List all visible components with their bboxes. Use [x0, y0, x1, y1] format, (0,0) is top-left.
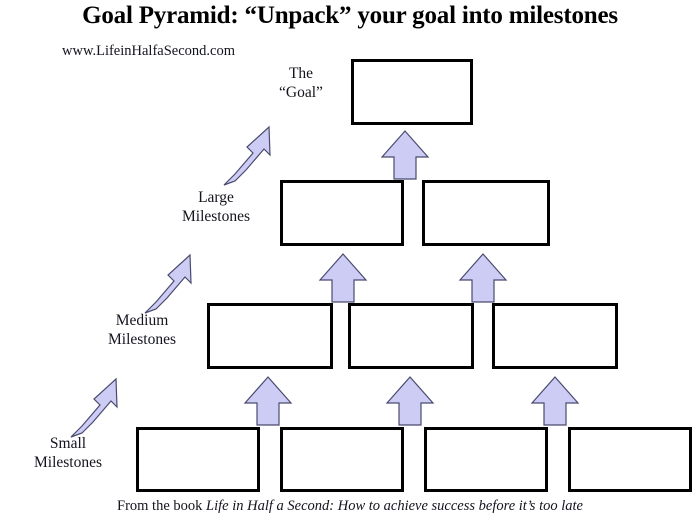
row-label-large-line2: Milestones: [181, 208, 251, 225]
up-arrow-small-to-medium-3-icon: [530, 376, 580, 426]
row-label-goal: The “Goal”: [258, 64, 344, 102]
up-arrow-large-to-goal-icon: [380, 130, 430, 180]
medium-milestone-box-2[interactable]: [348, 303, 474, 369]
row-label-medium-line2: Milestones: [107, 331, 177, 348]
up-arrow-small-to-medium-2-icon: [385, 376, 435, 426]
row-label-small-line2: Milestones: [33, 454, 103, 471]
small-milestone-box-3[interactable]: [424, 427, 548, 492]
goal-box[interactable]: [351, 59, 473, 125]
row-label-goal-line1: The: [288, 65, 314, 82]
footer-book-title: Life in Half a Second: How to achieve su…: [206, 498, 583, 514]
up-arrow-medium-to-large-2-icon: [458, 253, 508, 303]
page-title: Goal Pyramid: “Unpack” your goal into mi…: [82, 2, 618, 29]
up-arrow-medium-to-large-1-icon: [318, 253, 368, 303]
footer-prefix: From the book: [117, 498, 207, 514]
row-label-medium-line1: Medium: [115, 312, 169, 329]
small-milestone-box-1[interactable]: [136, 427, 260, 492]
medium-milestone-box-1[interactable]: [207, 303, 333, 369]
row-label-small-line1: Small: [49, 435, 87, 452]
small-milestone-box-2[interactable]: [280, 427, 404, 492]
small-milestone-box-4[interactable]: [568, 427, 692, 492]
diagonal-arrow-medium-to-large-icon: [144, 253, 192, 314]
row-label-goal-line2: “Goal”: [279, 84, 323, 101]
large-milestone-box-1[interactable]: [280, 180, 404, 246]
site-url-text: www.LifeinHalfaSecond.com: [62, 43, 236, 59]
diagonal-arrow-large-to-goal-icon: [223, 125, 271, 186]
diagonal-arrow-small-to-medium-icon: [70, 377, 118, 438]
footer-attribution: From the book Life in Half a Second: How…: [0, 498, 700, 515]
row-label-medium-milestones: Medium Milestones: [84, 311, 200, 349]
large-milestone-box-2[interactable]: [422, 180, 550, 246]
medium-milestone-box-3[interactable]: [492, 303, 618, 369]
row-label-large-milestones: Large Milestones: [160, 188, 272, 226]
row-label-small-milestones: Small Milestones: [8, 434, 128, 472]
row-label-large-line1: Large: [198, 189, 234, 206]
up-arrow-small-to-medium-1-icon: [243, 376, 293, 426]
